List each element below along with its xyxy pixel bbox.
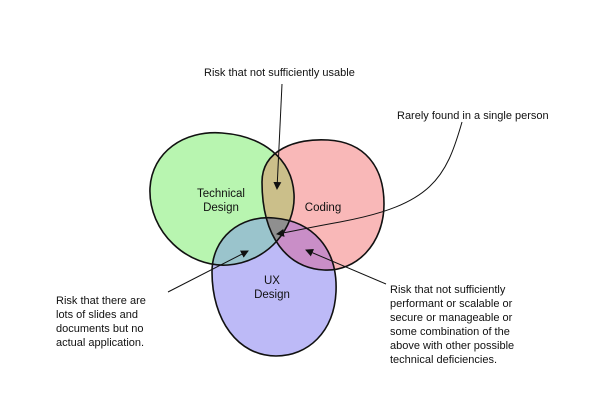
arrow-performant (305, 249, 387, 285)
technical-design-label: Technical Design (197, 188, 245, 214)
arrow-single-person (276, 121, 463, 237)
annotation-single-person: Rarely found in a single person (397, 110, 549, 122)
annotation-slides: Risk that there are lots of slides and d… (56, 295, 146, 349)
annotation-performant: Risk that not sufficiently performant or… (390, 284, 515, 366)
arrow-slides (167, 250, 249, 293)
annotation-usable: Risk that not sufficiently usable (204, 67, 355, 79)
coding-label: Coding (304, 202, 342, 214)
arrow-usable (273, 83, 283, 190)
ux-design-label: UX Design (254, 275, 290, 301)
arrows (167, 83, 463, 293)
